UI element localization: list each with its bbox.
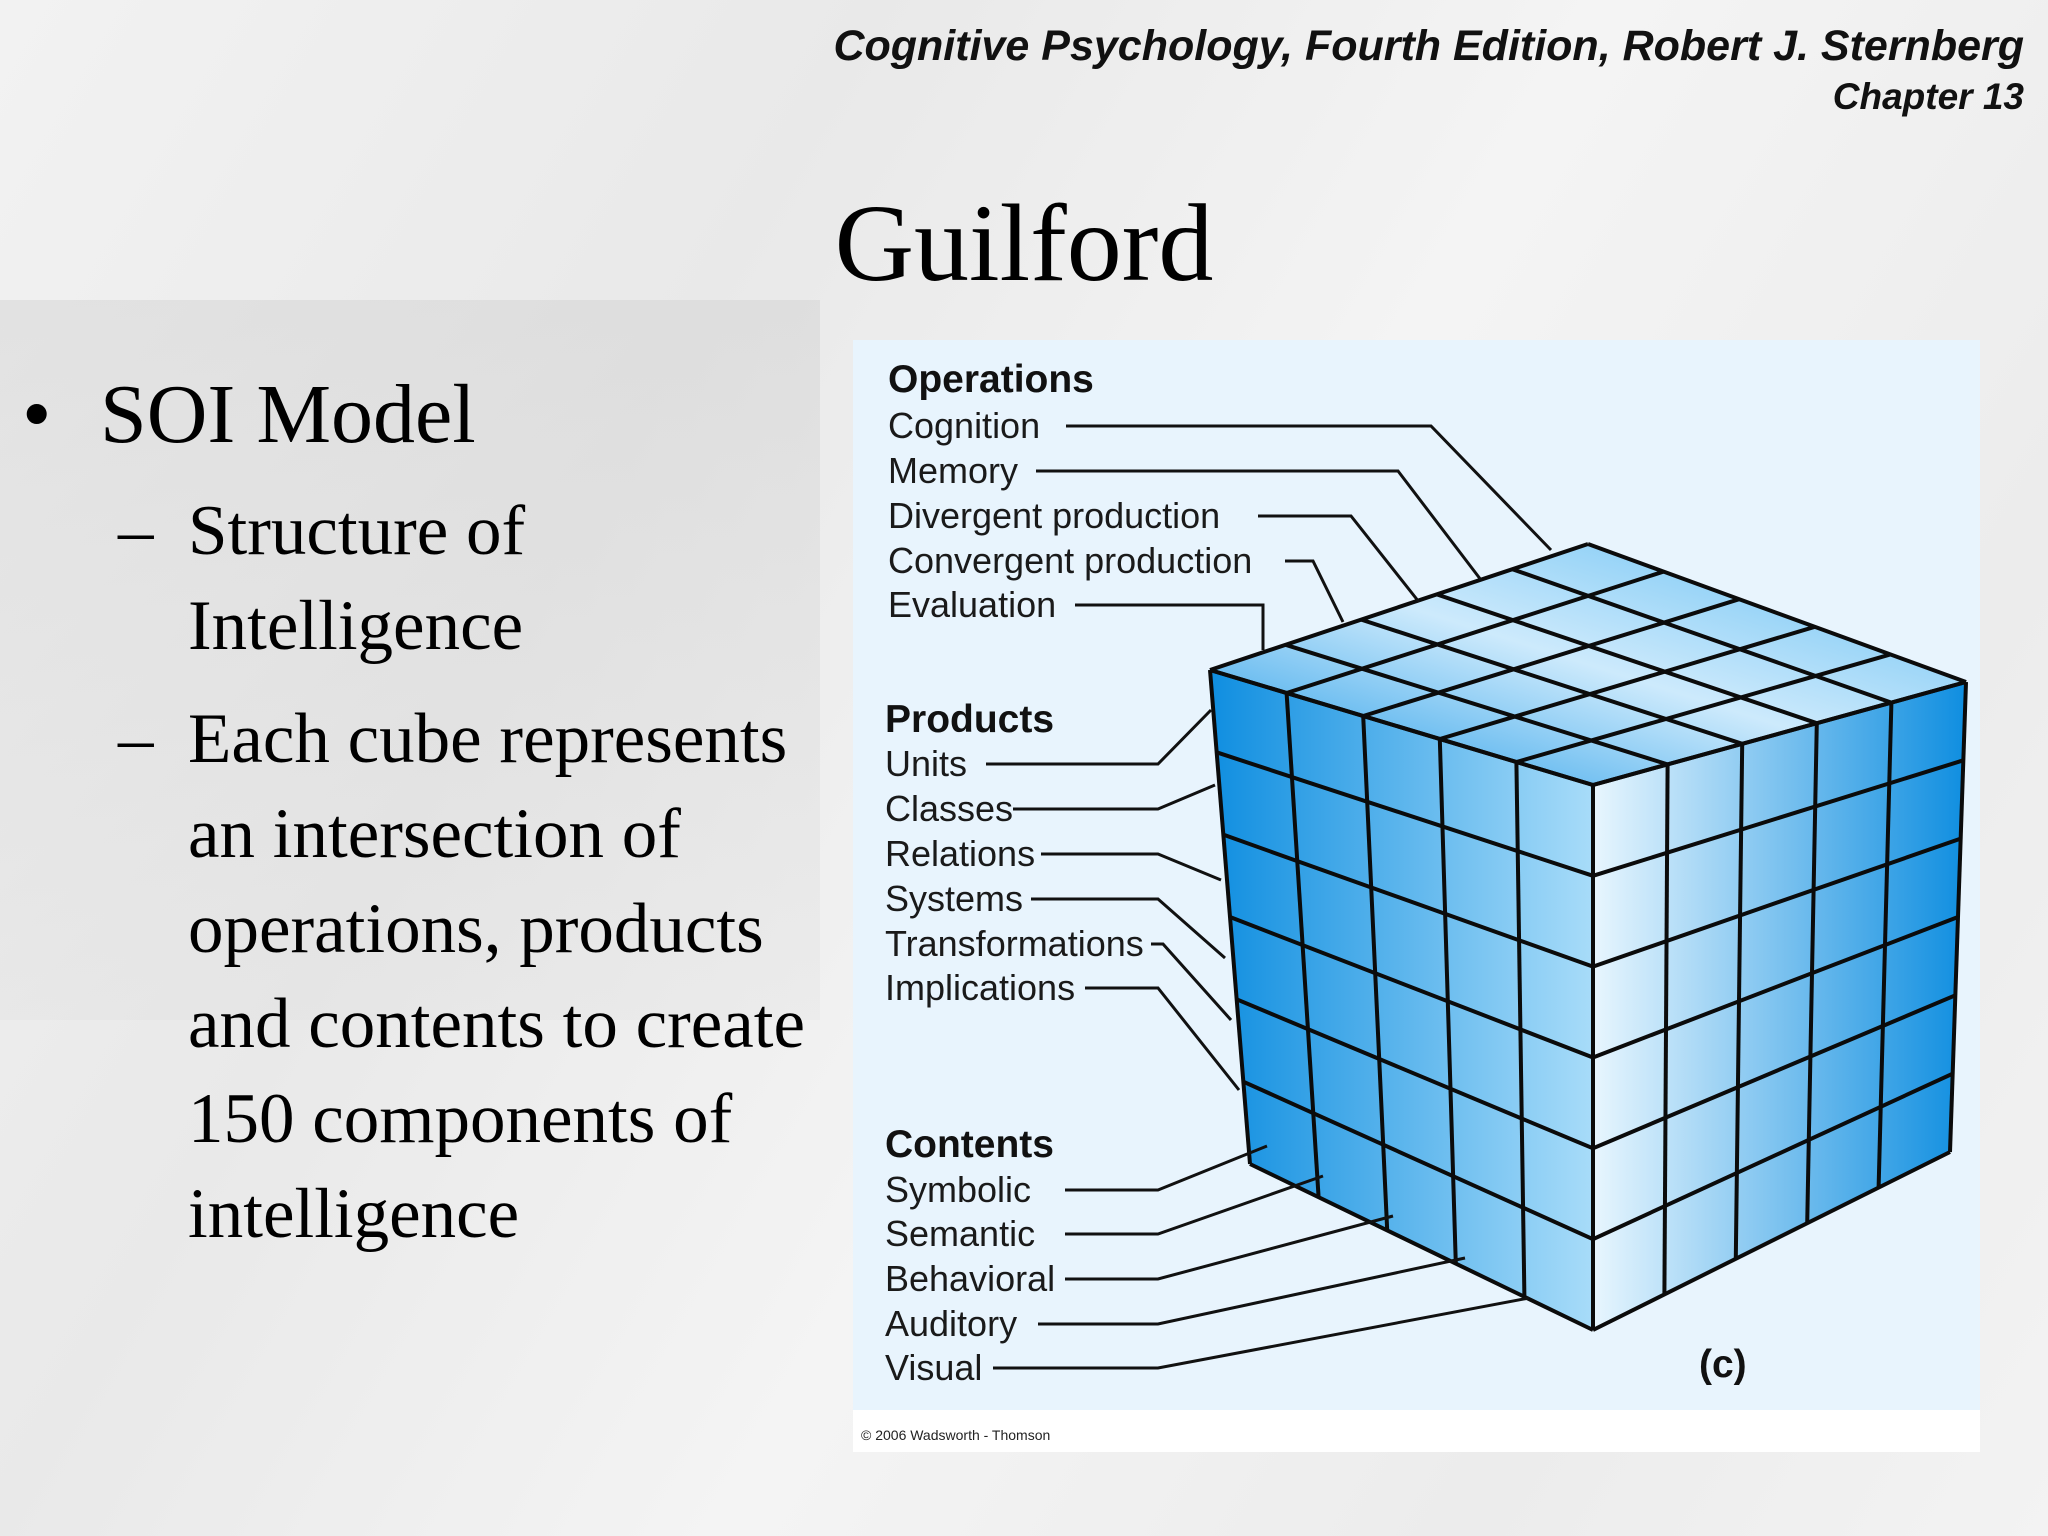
operation-label: Evaluation [888, 584, 1056, 625]
cube-grid-line [1285, 569, 1665, 695]
product-label: Relations [885, 833, 1035, 874]
cube-grid-line [1592, 1071, 1954, 1241]
leader-line [1013, 783, 1216, 811]
bullet-soi-model: • SOI Model [22, 360, 862, 470]
cube-grid-line [1360, 617, 1743, 746]
cube-grid-line [1592, 993, 1957, 1151]
leader-line [1065, 1214, 1394, 1281]
leader-line [1085, 986, 1241, 1091]
operation-label: Divergent production [888, 495, 1220, 536]
content-label: Symbolic [885, 1169, 1031, 1210]
content-label: Behavioral [885, 1258, 1055, 1299]
cube-grid-line [1515, 652, 1891, 764]
sub-bullet-line: intelligence [188, 1175, 520, 1253]
sub-bullet-line: and contents to create [188, 985, 806, 1063]
cube-grid-line [1362, 597, 1740, 718]
cube-grid-line [1592, 915, 1959, 1060]
operation-label: Memory [888, 450, 1018, 491]
cube-grid-line [1222, 832, 1594, 969]
leader-line [986, 708, 1213, 766]
slide-header: Cognitive Psychology, Fourth Edition, Ro… [833, 18, 2024, 120]
slide-title: Guilford [834, 182, 1214, 304]
leader-line [1066, 424, 1553, 552]
contents-heading: Contents [885, 1123, 1054, 1166]
cube-grid-line [1592, 1150, 1951, 1332]
product-label: Classes [885, 788, 1013, 829]
sub-bullet-line: Structure of [188, 492, 526, 570]
sub-bullet-line: Intelligence [188, 587, 524, 665]
product-label: Implications [885, 967, 1075, 1008]
cube-grid-line [1592, 680, 1967, 787]
dash-icon: – [118, 700, 154, 778]
sub-bullet-line: 150 components of [188, 1080, 733, 1158]
bullet-list: • SOI Model – Structure of Intelligence … [22, 360, 862, 1262]
background-band [0, 300, 820, 1020]
operation-label: Convergent production [888, 540, 1252, 581]
cube-grid-line [1285, 642, 1669, 767]
cube-grid-line [1209, 668, 1594, 787]
panel-label: (c) [1699, 1343, 1747, 1386]
operation-label: Cognition [888, 405, 1040, 446]
product-label: Transformations [885, 923, 1144, 964]
leader-line [1038, 1256, 1466, 1326]
cube-grid-line [1216, 750, 1594, 878]
sub-bullet-line: an intersection of [188, 795, 681, 873]
cube-grid-line [1592, 758, 1964, 878]
leader-line [1065, 1174, 1324, 1236]
cube-right-face [1593, 682, 1966, 1330]
dash-icon: – [118, 492, 154, 570]
bullet-dot-icon: • [22, 368, 52, 461]
cube-grid-line [1249, 1162, 1594, 1332]
product-label: Systems [885, 878, 1023, 919]
content-label: Visual [885, 1347, 982, 1388]
leader-line [1041, 852, 1222, 882]
cube-grid-line [1229, 915, 1594, 1060]
cube-left-face [1210, 670, 1593, 1330]
cube-grid-line [1587, 542, 1967, 684]
operations-heading: Operations [888, 358, 1094, 401]
cube-grid-line [1592, 836, 1962, 969]
content-label: Semantic [885, 1213, 1035, 1254]
leader-line [1285, 559, 1345, 623]
leader-line [1031, 897, 1226, 960]
cube-grid-line [1439, 624, 1816, 741]
leader-line [1075, 603, 1265, 650]
product-label: Units [885, 743, 967, 784]
sub-bullet-each-cube: – Each cube represents an intersection o… [22, 692, 862, 1262]
copyright-text: © 2006 Wadsworth - Thomson [861, 1427, 1050, 1443]
products-heading: Products [885, 698, 1054, 741]
sub-bullet-line: Each cube represents [188, 700, 788, 778]
cube-grid-line [1235, 997, 1594, 1151]
bullet-main-text: SOI Model [100, 368, 476, 461]
leader-line [1036, 469, 1483, 581]
sub-bullet-structure: – Structure of Intelligence [22, 484, 862, 674]
leader-line [1065, 1144, 1268, 1192]
content-label: Auditory [885, 1303, 1017, 1344]
leader-line [1151, 942, 1233, 1022]
leader-line [1258, 514, 1421, 603]
leader-line [993, 1296, 1530, 1370]
copyright-strip [853, 1410, 1980, 1452]
slide-title-wrap: Guilford [0, 180, 2048, 307]
chapter-label: Chapter 13 [1832, 76, 2024, 117]
book-citation: Cognitive Psychology, Fourth Edition, Ro… [833, 22, 2024, 70]
cube-grid-line [1209, 542, 1589, 672]
cube-grid-line [1242, 1079, 1594, 1241]
sub-bullet-line: operations, products [188, 890, 764, 968]
cube-grid-line [1511, 567, 1893, 705]
cube-grid-line [1436, 592, 1818, 726]
